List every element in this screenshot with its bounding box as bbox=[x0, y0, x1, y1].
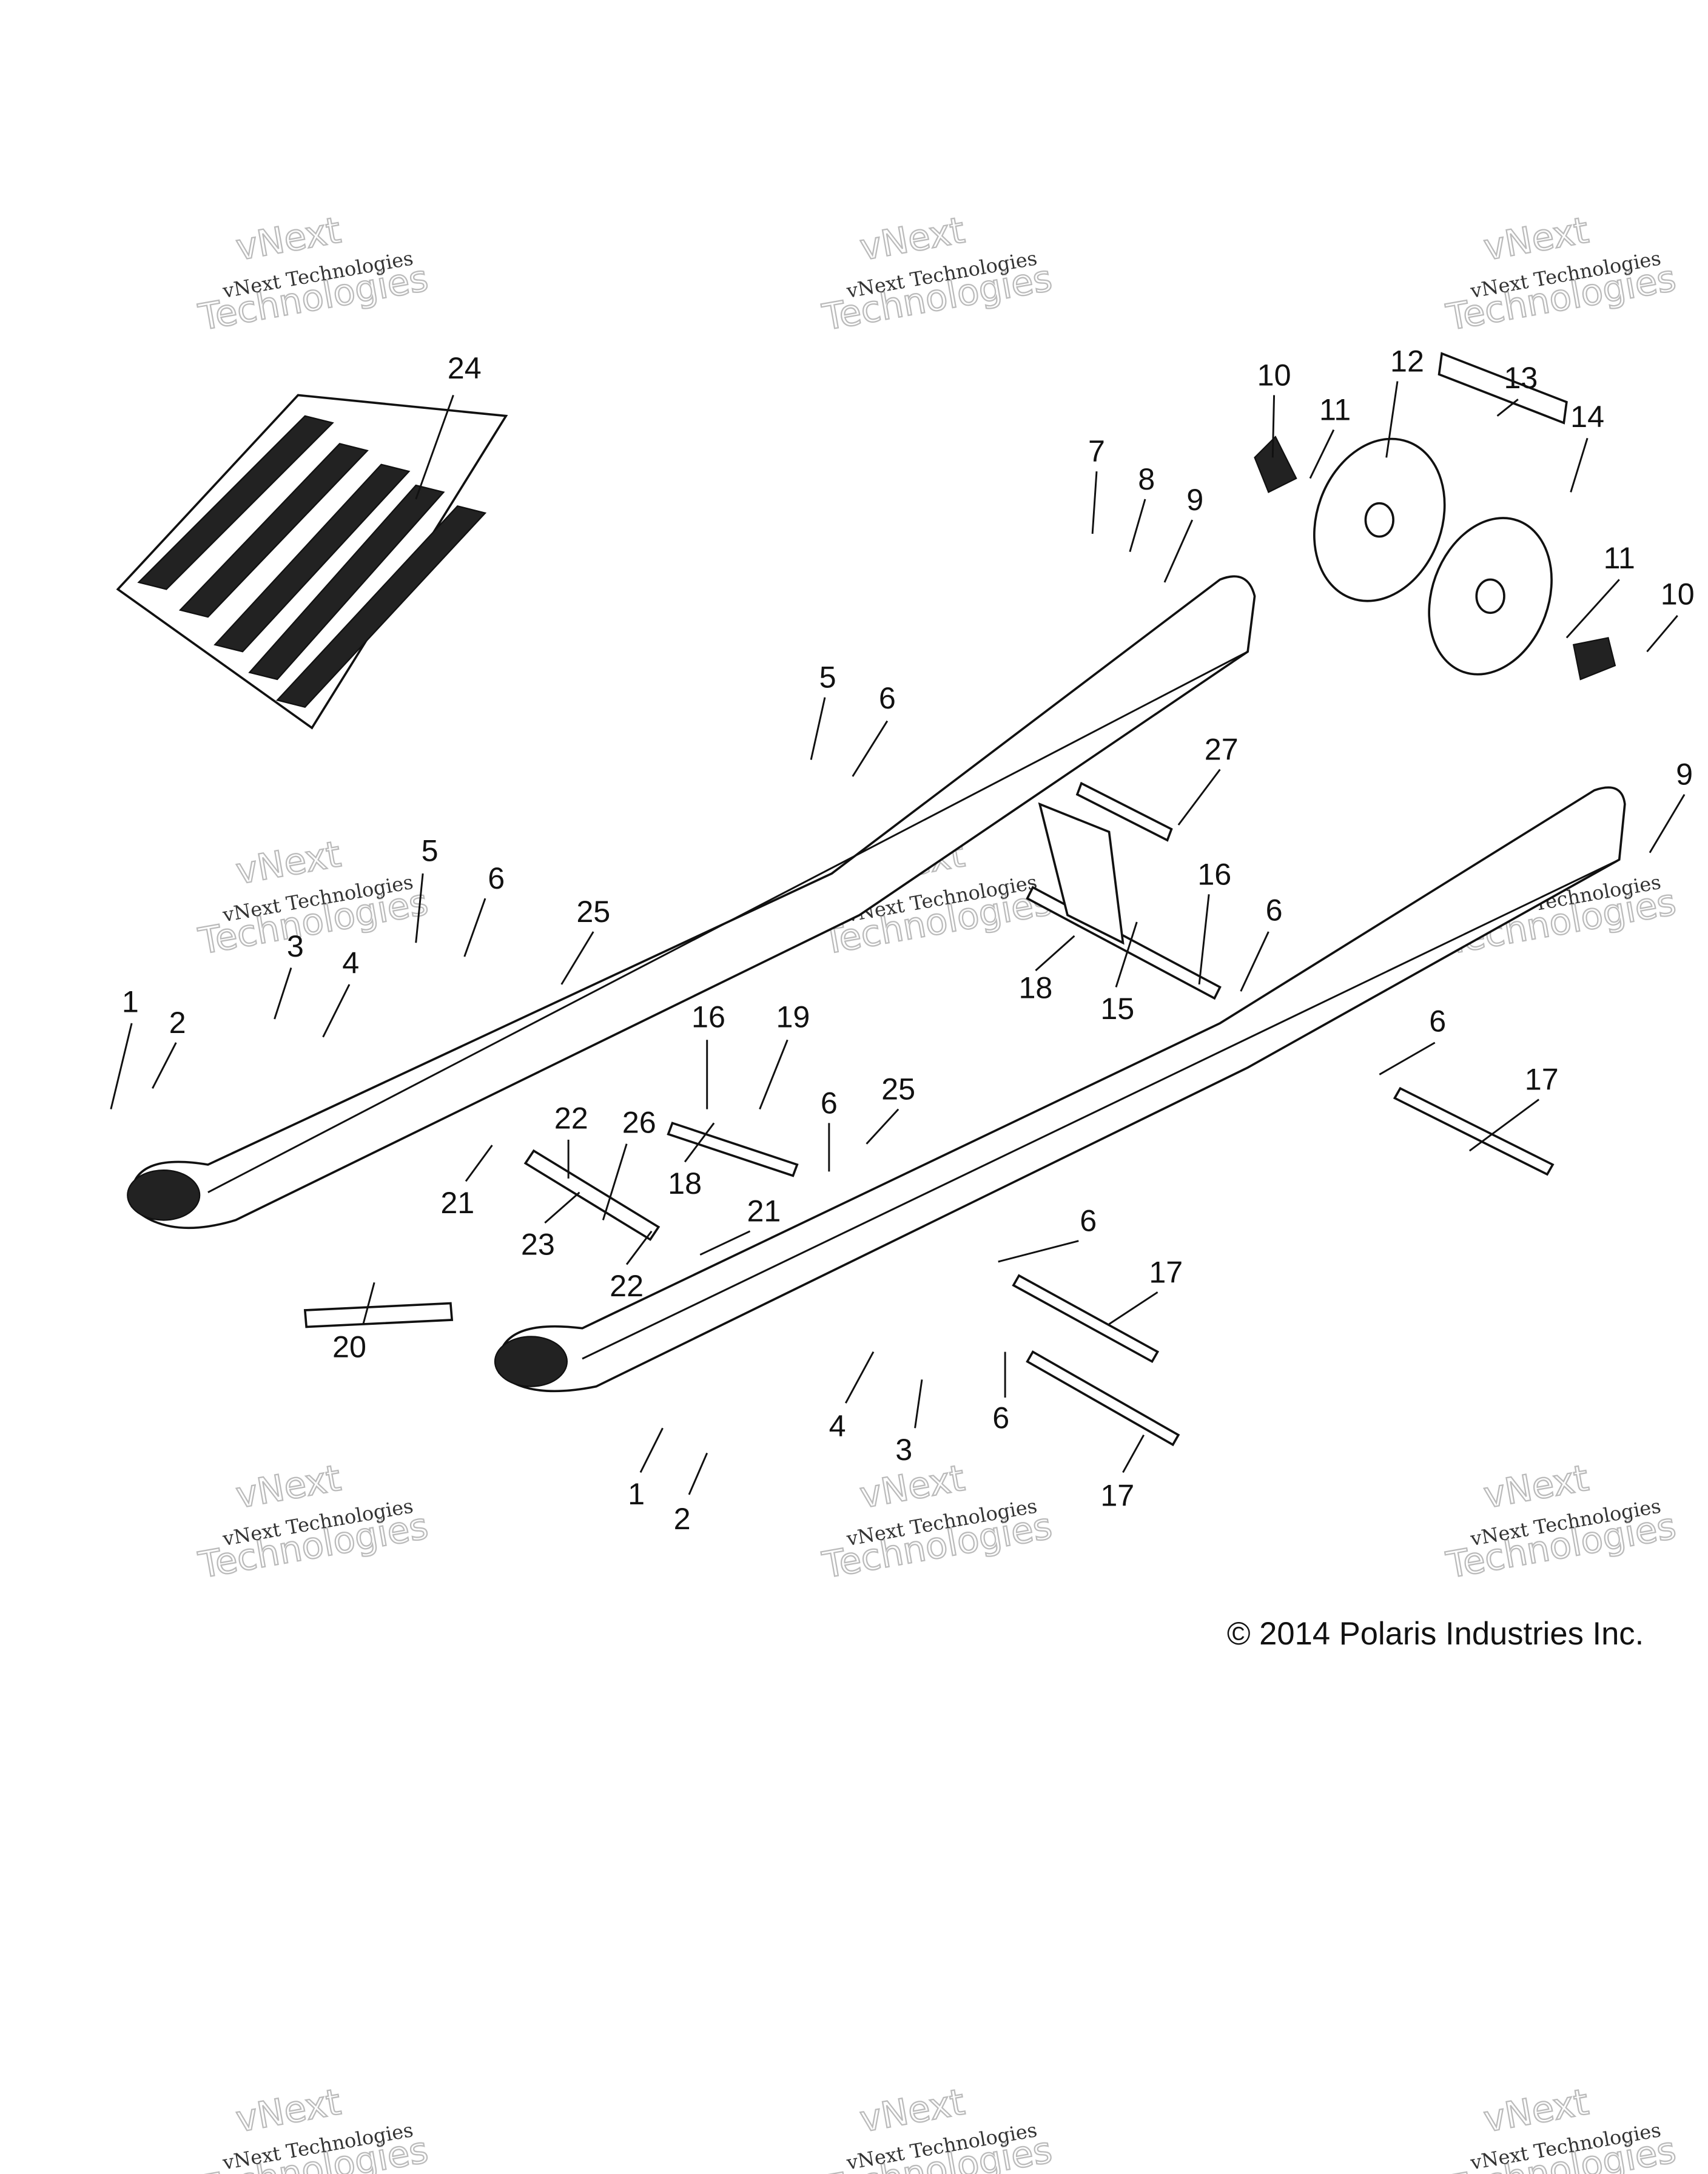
callout-5: 5 bbox=[819, 660, 836, 695]
callout-9: 9 bbox=[1186, 482, 1203, 517]
callout-10: 10 bbox=[1257, 357, 1291, 392]
callout-20: 20 bbox=[332, 1330, 366, 1364]
callout-1: 1 bbox=[122, 984, 139, 1019]
idler-wheels bbox=[1254, 352, 1616, 681]
callout-5b: 5 bbox=[422, 833, 439, 867]
svg-text:vNext: vNext bbox=[857, 210, 968, 269]
callout-6: 6 bbox=[879, 681, 896, 715]
callout-6f: 6 bbox=[1080, 1203, 1097, 1238]
svg-text:vNext: vNext bbox=[857, 2081, 968, 2141]
callout-13: 13 bbox=[1504, 360, 1538, 395]
callout-6e: 6 bbox=[821, 1085, 838, 1120]
callout-17: 17 bbox=[1525, 1062, 1559, 1097]
callout-9b: 9 bbox=[1676, 757, 1693, 792]
callout-3b: 3 bbox=[895, 1432, 912, 1467]
svg-text:vNext: vNext bbox=[1481, 2081, 1592, 2141]
left-rail bbox=[127, 575, 1256, 1230]
callout-4b: 4 bbox=[829, 1408, 846, 1443]
callout-26: 26 bbox=[622, 1105, 656, 1139]
callout-17b: 17 bbox=[1149, 1254, 1183, 1289]
callout-25: 25 bbox=[576, 894, 610, 929]
callout-10b: 10 bbox=[1661, 577, 1695, 611]
callout-18: 18 bbox=[1018, 971, 1052, 1005]
callout-22b: 22 bbox=[610, 1268, 644, 1303]
svg-text:vNext: vNext bbox=[233, 2081, 344, 2141]
callout-16b: 16 bbox=[691, 1000, 725, 1034]
svg-text:vNext: vNext bbox=[1481, 1458, 1592, 1517]
shafts bbox=[303, 781, 1555, 1447]
callout-6b: 6 bbox=[488, 861, 505, 895]
callout-2: 2 bbox=[169, 1005, 186, 1040]
callout-19: 19 bbox=[776, 1000, 810, 1034]
svg-text:vNext: vNext bbox=[1481, 210, 1592, 269]
right-rail bbox=[494, 786, 1626, 1393]
callout-25b: 25 bbox=[881, 1072, 915, 1106]
callout-21: 21 bbox=[440, 1185, 474, 1220]
callout-18b: 18 bbox=[668, 1166, 702, 1200]
callout-12: 12 bbox=[1390, 344, 1424, 379]
svg-text:vNext: vNext bbox=[233, 1458, 344, 1517]
callout-6c: 6 bbox=[1266, 893, 1283, 927]
callout-16: 16 bbox=[1197, 856, 1231, 891]
callout-14: 14 bbox=[1570, 399, 1604, 434]
callout-27: 27 bbox=[1205, 732, 1239, 767]
callout-1b: 1 bbox=[628, 1476, 645, 1511]
callout-11: 11 bbox=[1319, 392, 1351, 427]
leader-lines bbox=[110, 381, 1686, 1495]
callout-23: 23 bbox=[521, 1227, 555, 1262]
callout-17c: 17 bbox=[1100, 1478, 1134, 1512]
callout-15: 15 bbox=[1100, 991, 1134, 1026]
callout-8: 8 bbox=[1138, 462, 1155, 496]
callout-11b: 11 bbox=[1604, 540, 1635, 575]
track-illustration bbox=[116, 394, 508, 730]
callout-2b: 2 bbox=[674, 1501, 691, 1536]
callout-3: 3 bbox=[287, 929, 304, 963]
callout-labels: 24 10 11 12 13 14 7 8 9 11 10 5 6 27 9 5… bbox=[122, 344, 1695, 1536]
callout-6d: 6 bbox=[1429, 1004, 1446, 1038]
callout-22: 22 bbox=[554, 1101, 588, 1136]
callout-4: 4 bbox=[342, 946, 359, 980]
svg-text:vNext: vNext bbox=[233, 210, 344, 269]
callout-6g: 6 bbox=[992, 1400, 1009, 1435]
callout-24: 24 bbox=[448, 351, 482, 385]
copyright-text: © 2014 Polaris Industries Inc. bbox=[1227, 1616, 1644, 1652]
callout-21b: 21 bbox=[747, 1194, 781, 1228]
svg-text:vNext: vNext bbox=[233, 833, 344, 893]
callout-7: 7 bbox=[1088, 434, 1105, 468]
